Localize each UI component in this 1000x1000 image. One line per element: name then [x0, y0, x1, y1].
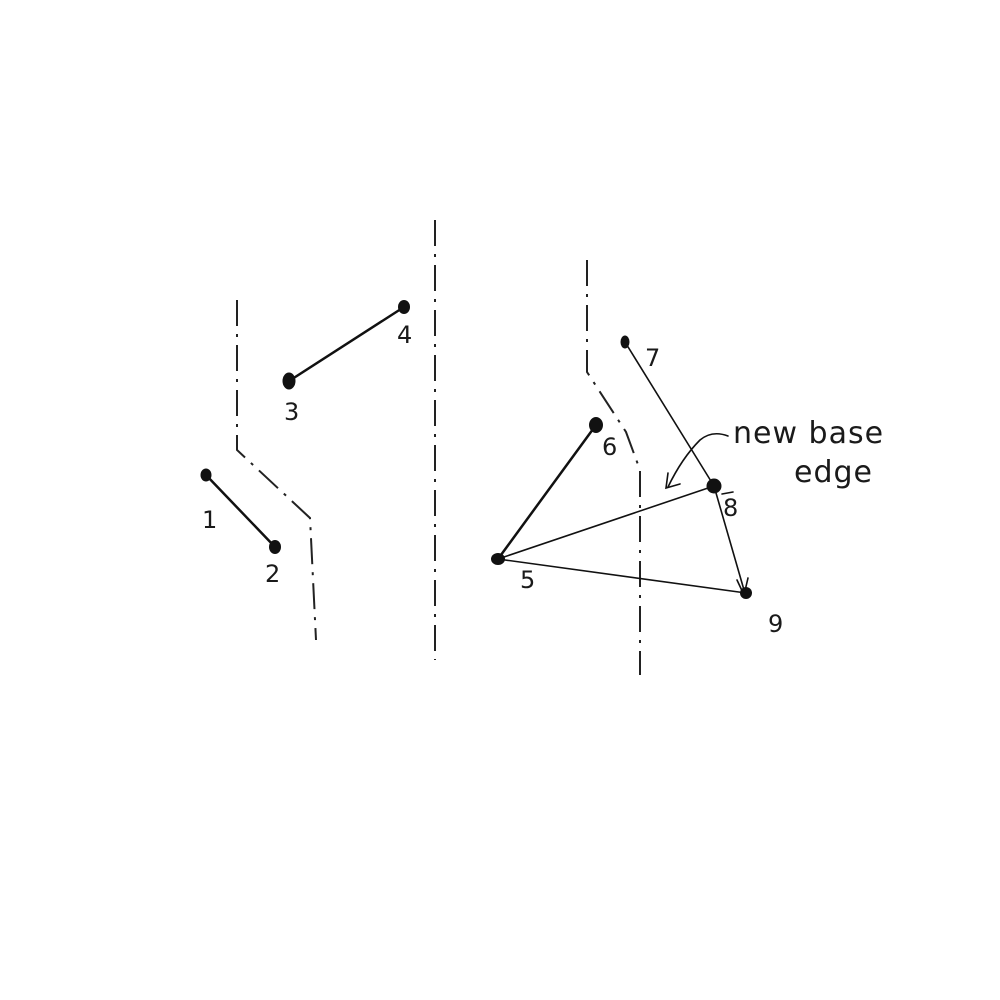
node-3: [282, 372, 296, 390]
node-4: [398, 300, 410, 314]
left-divider-line: [236, 300, 317, 641]
edge-8-tick: [721, 491, 734, 495]
node-9: [740, 587, 752, 599]
node-label-9: 9: [768, 610, 783, 638]
edge-5-6: [496, 423, 598, 561]
annotation-arrowhead: [665, 472, 681, 490]
divider-lines: [236, 220, 641, 675]
nodes: [200, 300, 752, 599]
edge-5-8: [497, 485, 715, 560]
edge-1-2: [204, 473, 277, 549]
node-8: [706, 478, 722, 494]
annotation-arrow: [665, 432, 734, 495]
node-label-7: 7: [645, 344, 660, 372]
node-label-3: 3: [284, 398, 299, 426]
edges: [204, 305, 749, 598]
node-labels: 1 2 3 4 5 6 7 8 9: [202, 321, 783, 638]
edge-7-8: [624, 341, 715, 487]
node-label-2: 2: [265, 560, 280, 588]
node-7: [620, 335, 630, 349]
annotation-arrow-curve: [667, 432, 729, 488]
node-5: [491, 553, 505, 565]
node-label-6: 6: [602, 433, 617, 461]
node-label-4: 4: [397, 321, 412, 349]
node-6: [589, 417, 603, 433]
annotation-line-1: new base: [733, 416, 884, 451]
annotation: new base edge: [733, 416, 884, 490]
right-divider-line: [586, 260, 641, 675]
node-label-8: 8: [723, 494, 738, 522]
edge-8-9: [713, 485, 745, 591]
annotation-line-2: edge: [794, 455, 873, 490]
node-label-1: 1: [202, 506, 217, 534]
node-1: [200, 468, 212, 482]
edge-3-4: [287, 305, 406, 383]
node-label-5: 5: [520, 566, 535, 594]
edge-5-9: [497, 558, 747, 594]
node-2: [269, 540, 281, 554]
